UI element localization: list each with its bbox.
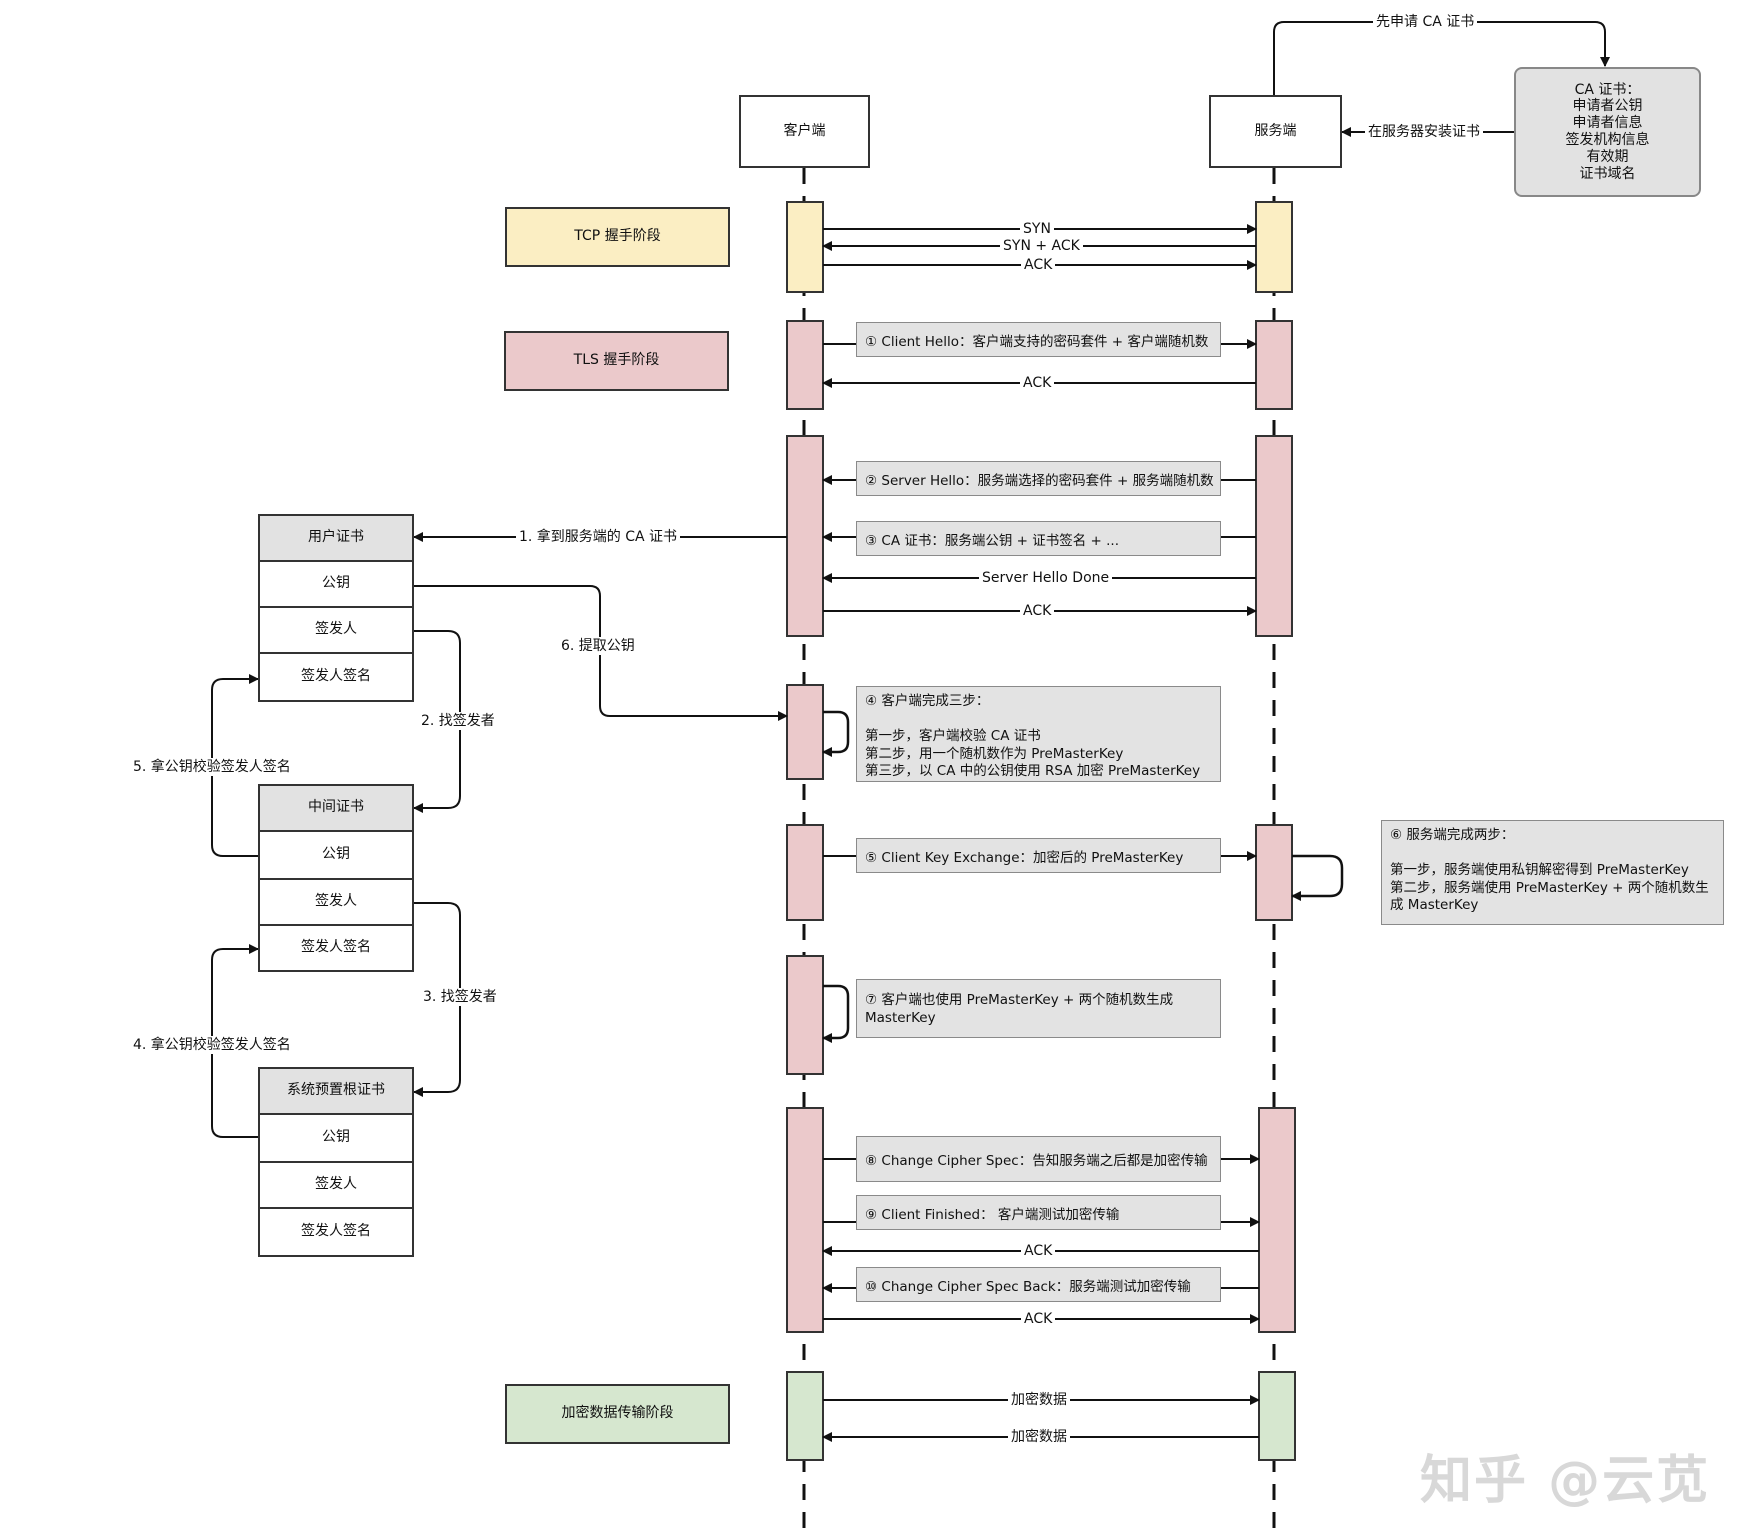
data-phase-label: 加密数据传输阶段	[561, 1405, 674, 1422]
tls-phase-box: TLS 握手阶段	[504, 331, 729, 391]
user-cert-issuer: 签发人	[258, 606, 414, 654]
root-cert-issuer: 签发人	[258, 1161, 414, 1209]
client-tls-activation-5	[786, 955, 824, 1075]
user-cert-pubkey-text: 公钥	[322, 575, 350, 592]
server-hello-note: ② Server Hello：服务端选择的密码套件 + 服务端随机数	[856, 461, 1221, 496]
root-cert-signature: 签发人签名	[258, 1207, 414, 1257]
server-box: 服务端	[1209, 95, 1342, 168]
ack3-label: ACK	[1021, 1242, 1056, 1260]
ca-certificate-box: CA 证书： 申请者公钥 申请者信息 签发机构信息 有效期 证书域名	[1514, 67, 1701, 197]
server-tls-activation-4	[1255, 824, 1293, 921]
ack2-label: ACK	[1020, 602, 1055, 620]
intermediate-cert-title-text: 中间证书	[308, 799, 364, 816]
client-tls-activation-2	[786, 435, 824, 637]
user-cert-signature-text: 签发人签名	[301, 668, 371, 685]
user-cert-pubkey: 公钥	[258, 560, 414, 608]
tcp-phase-label: TCP 握手阶段	[574, 228, 661, 245]
intermediate-cert-pubkey: 公钥	[258, 830, 414, 880]
root-cert-pubkey: 公钥	[258, 1113, 414, 1163]
server-tls-activation-2	[1255, 435, 1293, 637]
root-cert-pubkey-text: 公钥	[322, 1129, 350, 1146]
client-tls-activation-3	[786, 684, 824, 780]
apply-ca-label: 先申请 CA 证书	[1373, 13, 1478, 31]
server-tls-activation-1	[1255, 320, 1293, 410]
server-label: 服务端	[1254, 122, 1297, 139]
ack-label: ACK	[1021, 256, 1056, 274]
client-finished-note: ⑨ Client Finished： 客户端测试加密传输	[856, 1195, 1221, 1230]
data-phase-box: 加密数据传输阶段	[505, 1384, 730, 1444]
tcp-phase-box: TCP 握手阶段	[505, 207, 730, 267]
server-self-loop-6	[1291, 854, 1344, 901]
user-cert-issuer-text: 签发人	[315, 621, 357, 638]
server-tls-activation-6	[1258, 1107, 1296, 1333]
step-6-label: 6. 提取公钥	[558, 637, 638, 655]
client-hello-note: ① Client Hello：客户端支持的密码套件 + 客户端随机数	[856, 322, 1221, 357]
root-cert-title: 系统预置根证书	[258, 1067, 414, 1115]
client-tcp-activation	[786, 201, 824, 293]
intermediate-cert-pubkey-text: 公钥	[322, 846, 350, 863]
client-self-loop-4	[822, 710, 850, 757]
client-box: 客户端	[739, 95, 870, 168]
root-cert-issuer-text: 签发人	[315, 1176, 357, 1193]
client-label: 客户端	[783, 122, 826, 139]
zhihu-watermark: 知乎 @云苋	[1420, 1451, 1711, 1511]
intermediate-cert-issuer-text: 签发人	[315, 893, 357, 910]
user-cert-title: 用户证书	[258, 514, 414, 562]
server-two-steps-note: ⑥ 服务端完成两步： 第一步，服务端使用私钥解密得到 PreMasterKey …	[1381, 820, 1724, 925]
ca-cert-note: ③ CA 证书：服务端公钥 + 证书签名 + ...	[856, 521, 1221, 556]
root-cert-title-text: 系统预置根证书	[287, 1082, 385, 1099]
client-self-loop-7	[822, 984, 850, 1043]
user-cert-signature: 签发人签名	[258, 652, 414, 702]
syn-label: SYN	[1020, 220, 1054, 238]
ack1-label: ACK	[1020, 374, 1055, 392]
intermediate-cert-signature-text: 签发人签名	[301, 939, 371, 956]
server-hello-done-label: Server Hello Done	[979, 569, 1113, 587]
step-5-label: 5. 拿公钥校验签发人签名	[130, 758, 294, 776]
install-cert-label: 在服务器安装证书	[1365, 123, 1483, 141]
step-1-label: 1. 拿到服务端的 CA 证书	[516, 528, 681, 546]
change-cipher-spec-note: ⑧ Change Cipher Spec：告知服务端之后都是加密传输	[856, 1136, 1221, 1182]
ack4-label: ACK	[1021, 1310, 1056, 1328]
client-tls-activation-6	[786, 1107, 824, 1333]
intermediate-cert-title: 中间证书	[258, 784, 414, 832]
server-tcp-activation	[1255, 201, 1293, 293]
step-4-label: 4. 拿公钥校验签发人签名	[130, 1036, 294, 1054]
client-key-exchange-note: ⑤ Client Key Exchange：加密后的 PreMasterKey	[856, 838, 1221, 873]
step-2-label: 2. 找签发者	[418, 712, 498, 730]
encrypted-data-label-2: 加密数据	[1008, 1428, 1070, 1446]
client-data-activation	[786, 1371, 824, 1461]
client-tls-activation-1	[786, 320, 824, 410]
change-cipher-spec-back-note: ⑩ Change Cipher Spec Back：服务端测试加密传输	[856, 1267, 1221, 1302]
client-tls-activation-4	[786, 824, 824, 921]
step-3-label: 3. 找签发者	[420, 988, 500, 1006]
encrypted-data-label-1: 加密数据	[1008, 1391, 1070, 1409]
server-data-activation	[1258, 1371, 1296, 1461]
tls-phase-label: TLS 握手阶段	[573, 352, 660, 369]
client-master-key-note: ⑦ 客户端也使用 PreMasterKey + 两个随机数生成 MasterKe…	[856, 979, 1221, 1038]
root-cert-signature-text: 签发人签名	[301, 1223, 371, 1240]
synack-label: SYN + ACK	[1000, 237, 1083, 255]
client-three-steps-note: ④ 客户端完成三步： 第一步，客户端校验 CA 证书 第二步，用一个随机数作为 …	[856, 686, 1221, 782]
intermediate-cert-issuer: 签发人	[258, 878, 414, 926]
intermediate-cert-signature: 签发人签名	[258, 924, 414, 972]
user-cert-title-text: 用户证书	[308, 529, 364, 546]
